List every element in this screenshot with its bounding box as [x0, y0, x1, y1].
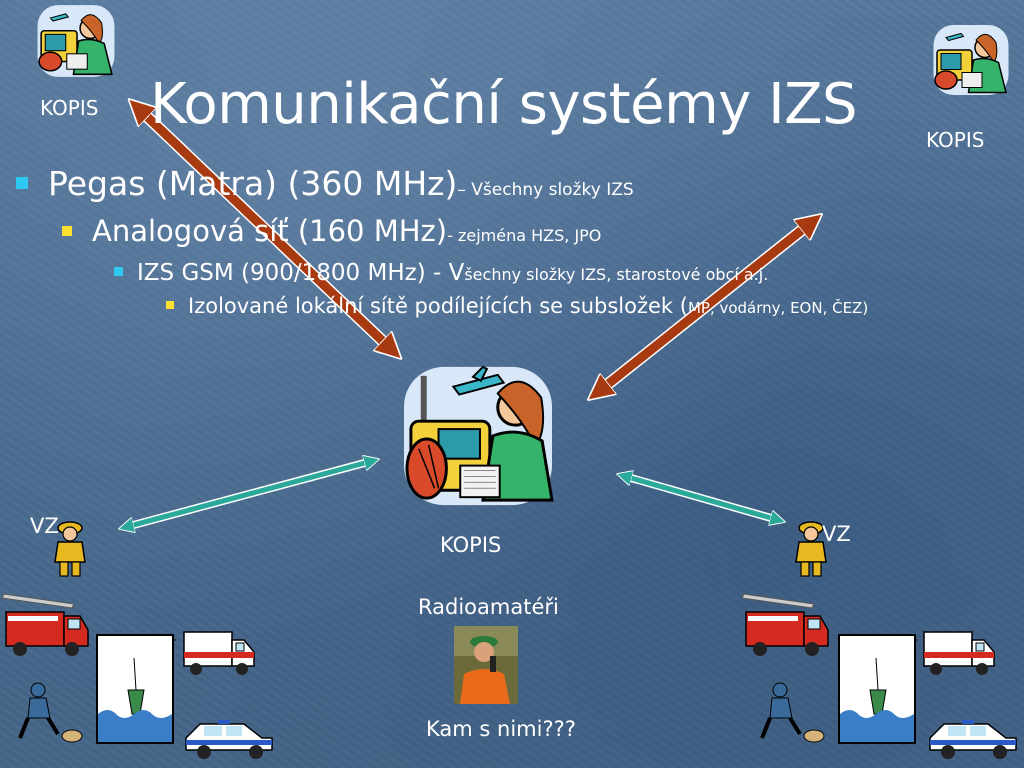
bullet-text-sub: - zejména HZS, JPO	[447, 226, 602, 245]
radioamateri-label: Radioamatéři	[418, 595, 559, 619]
operator-clipart-icon	[404, 365, 554, 506]
kopis-label-top-right: KOPIS	[926, 128, 985, 152]
kopis-label-center: KOPIS	[440, 533, 502, 557]
bullet-square-icon	[166, 301, 174, 309]
bullet-text-main: IZS GSM (900/1800 MHz) - V	[137, 260, 465, 286]
vz-label-left: VZ	[30, 514, 59, 538]
kopis-label-top-left: KOPIS	[40, 96, 99, 120]
bullet-text-sub: – Všechny složky IZS	[457, 180, 634, 200]
slide-title: Komunikační systémy IZS	[150, 72, 858, 137]
police-car-icon	[185, 720, 273, 759]
vz-label-right: VZ	[822, 522, 851, 546]
kam-s-nimi-label: Kam s nimi???	[426, 717, 576, 741]
bullet-text-sub: MP, vodárny, EON, ČEZ)	[687, 299, 869, 317]
rescue-scene-icon	[96, 634, 174, 744]
fire-truck-icon	[1, 593, 89, 656]
rescue-scene-icon	[838, 634, 916, 744]
diver-icon	[760, 682, 825, 743]
arrow-kopis-right	[598, 222, 812, 392]
bullet-text-sub: šechny složky IZS, starostové obcí a.j.	[464, 265, 769, 284]
operator-clipart-icon	[933, 25, 1009, 95]
bullet-square-icon	[114, 267, 123, 276]
bullet-level-1: Pegas (Matra) (360 MHz) – Všechny složky…	[16, 164, 634, 203]
bullet-text-main: Pegas (Matra) (360 MHz)	[48, 164, 458, 203]
ambulance-icon	[923, 631, 995, 675]
arrow-vz-left	[126, 461, 372, 527]
bullet-level-2: Analogová síť (160 MHz) - zejména HZS, J…	[62, 214, 601, 248]
bullet-square-icon	[16, 177, 28, 189]
bullet-level-4: Izolované lokální sítě podílejících se s…	[166, 294, 868, 318]
arrow-kopis-left	[138, 108, 392, 350]
radio-amateur-photo	[454, 626, 518, 704]
bullet-square-icon	[62, 226, 72, 236]
firefighter-icon	[54, 521, 86, 577]
firefighter-icon	[795, 521, 827, 577]
ambulance-icon	[183, 631, 255, 675]
diver-icon	[18, 682, 83, 743]
bullet-text-main: Izolované lokální sítě podílejících se s…	[188, 294, 688, 318]
operator-clipart-icon	[37, 5, 115, 77]
police-car-icon	[929, 720, 1017, 759]
bullet-text-main: Analogová síť (160 MHz)	[92, 214, 448, 248]
arrow-vz-right	[624, 476, 778, 520]
fire-truck-icon	[741, 593, 829, 656]
